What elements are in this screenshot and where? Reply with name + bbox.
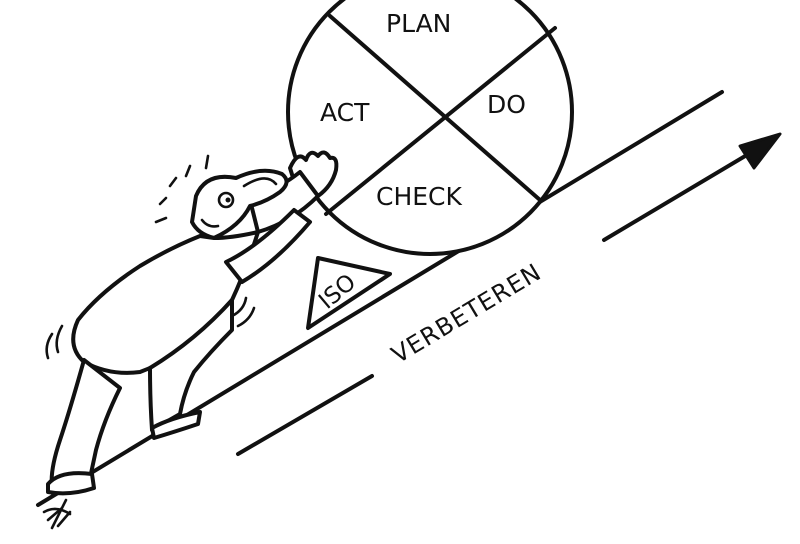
road-label: VERBETEREN bbox=[387, 258, 547, 369]
arrow-head-icon bbox=[738, 132, 782, 170]
plan-label: PLAN bbox=[386, 9, 451, 38]
act-label: ACT bbox=[320, 98, 370, 127]
do-label: DO bbox=[487, 90, 526, 119]
pushing-man bbox=[45, 150, 339, 496]
check-label: CHECK bbox=[376, 182, 463, 211]
artist-mark bbox=[42, 498, 72, 530]
pdca-wheel: PLAN DO ACT CHECK bbox=[286, 0, 574, 256]
